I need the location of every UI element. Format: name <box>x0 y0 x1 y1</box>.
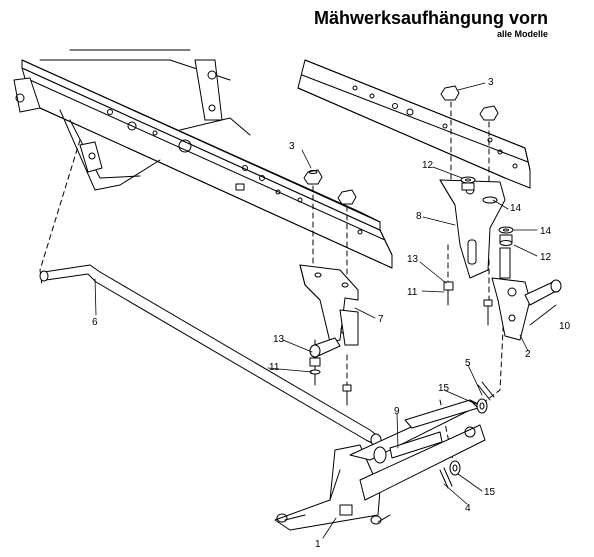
hanger-bracket-left <box>299 264 359 346</box>
cotter-pin-lower <box>439 467 453 489</box>
rear-frame-structure <box>39 49 251 191</box>
spacer-tube <box>499 247 511 279</box>
washer-stack-upper <box>460 176 498 204</box>
linkage-rod <box>39 264 382 447</box>
hairpin-clips <box>276 513 391 525</box>
hex-nut-left-b <box>337 189 357 205</box>
callout-12-upper: 12 <box>422 160 434 171</box>
callout-8: 8 <box>416 211 422 222</box>
callout-13-left: 13 <box>273 334 285 345</box>
washer-lower <box>449 460 461 476</box>
callout-15-lower: 15 <box>484 487 496 498</box>
lift-arm-assembly <box>274 399 486 531</box>
callout-3-right: 3 <box>488 77 494 88</box>
cotter-pin-upper <box>477 381 495 401</box>
callout-13-right: 13 <box>407 254 419 265</box>
callout-3-left: 3 <box>289 141 295 152</box>
callout-7: 7 <box>378 314 384 325</box>
callout-9: 9 <box>394 406 400 417</box>
callout-2: 2 <box>525 349 531 360</box>
hex-nut-left-a <box>303 169 323 185</box>
callout-5: 5 <box>465 358 471 369</box>
right-frame-rail <box>297 59 531 189</box>
hex-nut-right-b <box>479 105 499 121</box>
callout-15-upper: 15 <box>438 383 450 394</box>
washer-upper <box>476 398 488 414</box>
callout-4: 4 <box>465 503 471 514</box>
pivot-bracket <box>491 277 531 341</box>
page-subtitle: alle Modelle <box>496 29 548 39</box>
carriage-bolt-left <box>309 337 341 358</box>
bolt-right <box>443 281 454 306</box>
callout-6: 6 <box>92 317 98 328</box>
hex-nut-right-a <box>440 85 460 101</box>
callout-14-lower: 14 <box>540 226 552 237</box>
left-frame-rail <box>13 59 393 269</box>
callout-10: 10 <box>559 321 571 332</box>
nut-lower-right <box>483 299 493 326</box>
nut-lower-left <box>342 384 352 406</box>
washer-stack-lower <box>498 226 514 246</box>
bolt-left <box>309 357 321 386</box>
callout-labels: 1 2 3 3 4 5 6 7 8 9 10 11 11 12 12 13 13… <box>92 77 571 550</box>
callout-11-right: 11 <box>407 287 418 298</box>
callout-1: 1 <box>315 539 321 550</box>
callout-14-upper: 14 <box>510 203 522 214</box>
callout-11-left: 11 <box>269 362 280 373</box>
page-title: Mähwerksaufhängung vorn <box>313 8 548 28</box>
callout-12-lower: 12 <box>540 252 552 263</box>
clevis-pin <box>524 279 562 306</box>
callout-leaders <box>94 82 557 539</box>
hanger-bracket-right <box>439 179 506 279</box>
